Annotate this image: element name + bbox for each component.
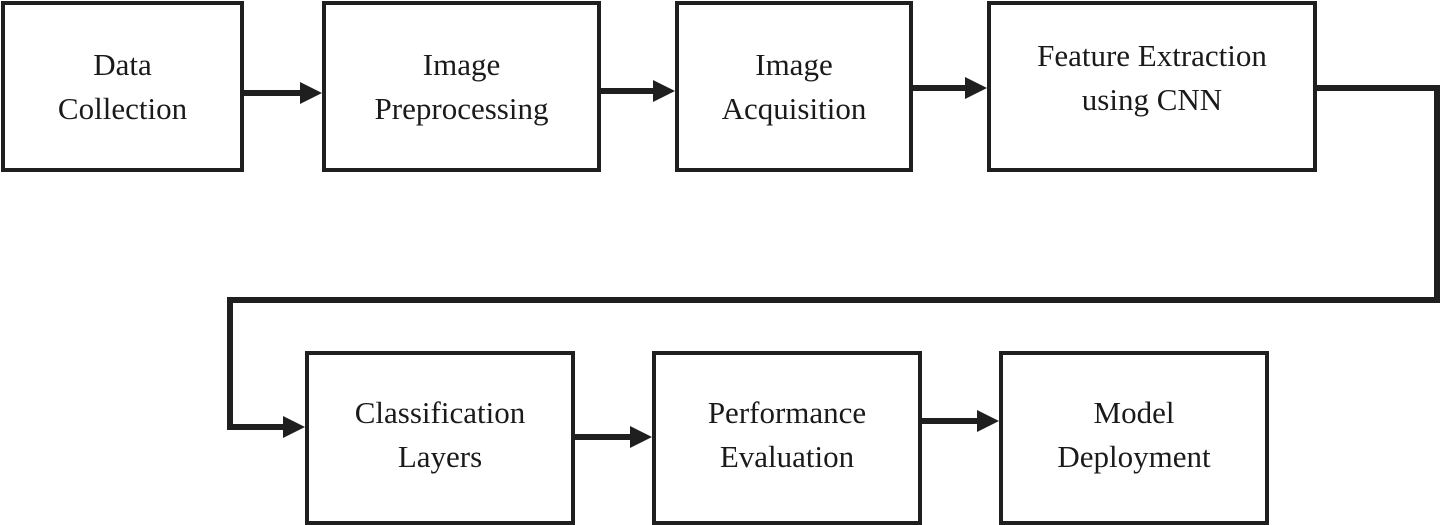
data-collection-box: Data Collection [1,1,244,172]
arrow-image-acquisition-to-feature-extraction [913,77,987,99]
arrow-classification-layers-to-performance-evaluation [575,426,652,448]
model-deployment-label: Model Deployment [1057,395,1211,474]
image-preprocessing-box: Image Preprocessing [322,1,601,172]
classification-layers-label: Classification Layers [354,395,526,474]
image-acquisition-box: Image Acquisition [675,1,913,172]
image-preprocessing-label: Image Preprocessing [374,46,549,126]
data-collection-label: Data Collection [57,46,188,126]
performance-evaluation-label: Performance Evaluation [707,395,867,474]
arrow-data-collection-to-image-preprocessing [244,82,322,104]
image-acquisition-label: Image Acquisition [721,46,867,126]
classification-layers-box: Classification Layers [305,351,575,525]
arrow-performance-evaluation-to-model-deployment [922,410,999,432]
arrow-image-preprocessing-to-image-acquisition [601,80,675,102]
feature-extraction-box: Feature Extraction using CNN [987,1,1317,172]
performance-evaluation-box: Performance Evaluation [652,351,922,525]
arrow-feature-extraction-to-classification-layers [227,85,1440,438]
feature-extraction-label: Feature Extraction using CNN [1037,37,1267,117]
model-deployment-box: Model Deployment [999,351,1269,525]
